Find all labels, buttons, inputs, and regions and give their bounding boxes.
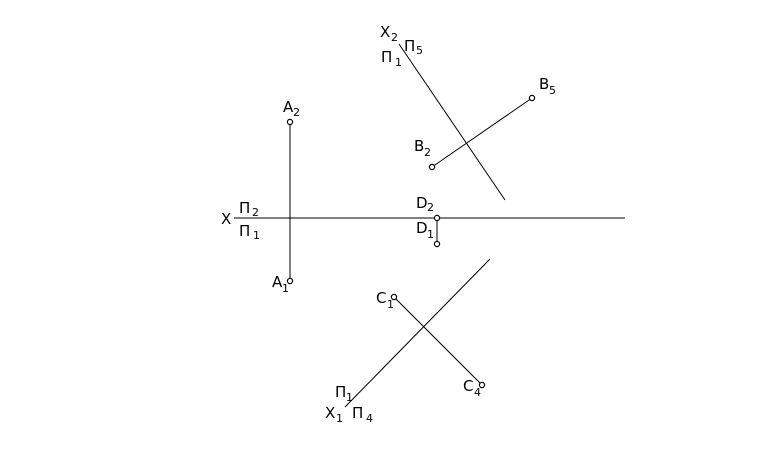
axis-x1-line (344, 258, 491, 408)
plane-p2-label: Π (239, 199, 250, 217)
point-a2-label: A (283, 98, 294, 116)
point-a1-label: A (272, 273, 283, 291)
point-a1-sub: 1 (282, 282, 289, 295)
point-b5-label: B (539, 75, 549, 93)
point-c1-sub: 1 (387, 298, 394, 311)
point-c4 (478, 381, 486, 389)
point-c1-label: C (376, 289, 386, 307)
point-d2-label: D (416, 194, 428, 212)
axis-x1-sub: 1 (336, 412, 343, 425)
axis-x1-label: X (325, 404, 335, 422)
plane-p5-sub: 5 (416, 44, 423, 57)
point-d1-label: D (416, 219, 428, 237)
point-b2 (428, 163, 436, 171)
point-c4-sub: 4 (474, 386, 481, 399)
point-a2 (286, 118, 294, 126)
point-a2-sub: 2 (293, 106, 300, 119)
point-b2-sub: 2 (424, 146, 431, 159)
axis-x-label: X (221, 210, 231, 228)
plane-p1-x2-label: Π (381, 48, 392, 66)
plane-p4-label: Π (352, 404, 363, 422)
plane-p2-sub: 2 (252, 206, 259, 219)
point-b5 (528, 94, 536, 102)
plane-p1-x1-sub: 1 (346, 391, 353, 404)
plane-p5-label: Π (404, 37, 415, 55)
point-b2-label: B (414, 137, 424, 155)
axis-x2-sub: 2 (391, 31, 398, 44)
axis-x2-label: X (380, 23, 390, 41)
point-b5-sub: 5 (549, 84, 556, 97)
point-d2-sub: 2 (427, 201, 434, 214)
point-d1 (433, 240, 441, 248)
point-d1-sub: 1 (427, 228, 434, 241)
link-line-b (431, 97, 533, 168)
point-a1 (286, 277, 294, 285)
plane-p4-sub: 4 (366, 412, 373, 425)
point-d2 (433, 214, 441, 222)
point-c4-label: C (463, 377, 473, 395)
plane-p1-x1-label: Π (335, 383, 346, 401)
plane-p1-label: Π (239, 222, 250, 240)
axis-x2-line (398, 43, 506, 201)
plane-p1-sub: 1 (253, 229, 260, 242)
point-c1 (390, 293, 398, 301)
plane-p1-x2-sub: 1 (395, 56, 402, 69)
link-line-c (393, 296, 483, 386)
